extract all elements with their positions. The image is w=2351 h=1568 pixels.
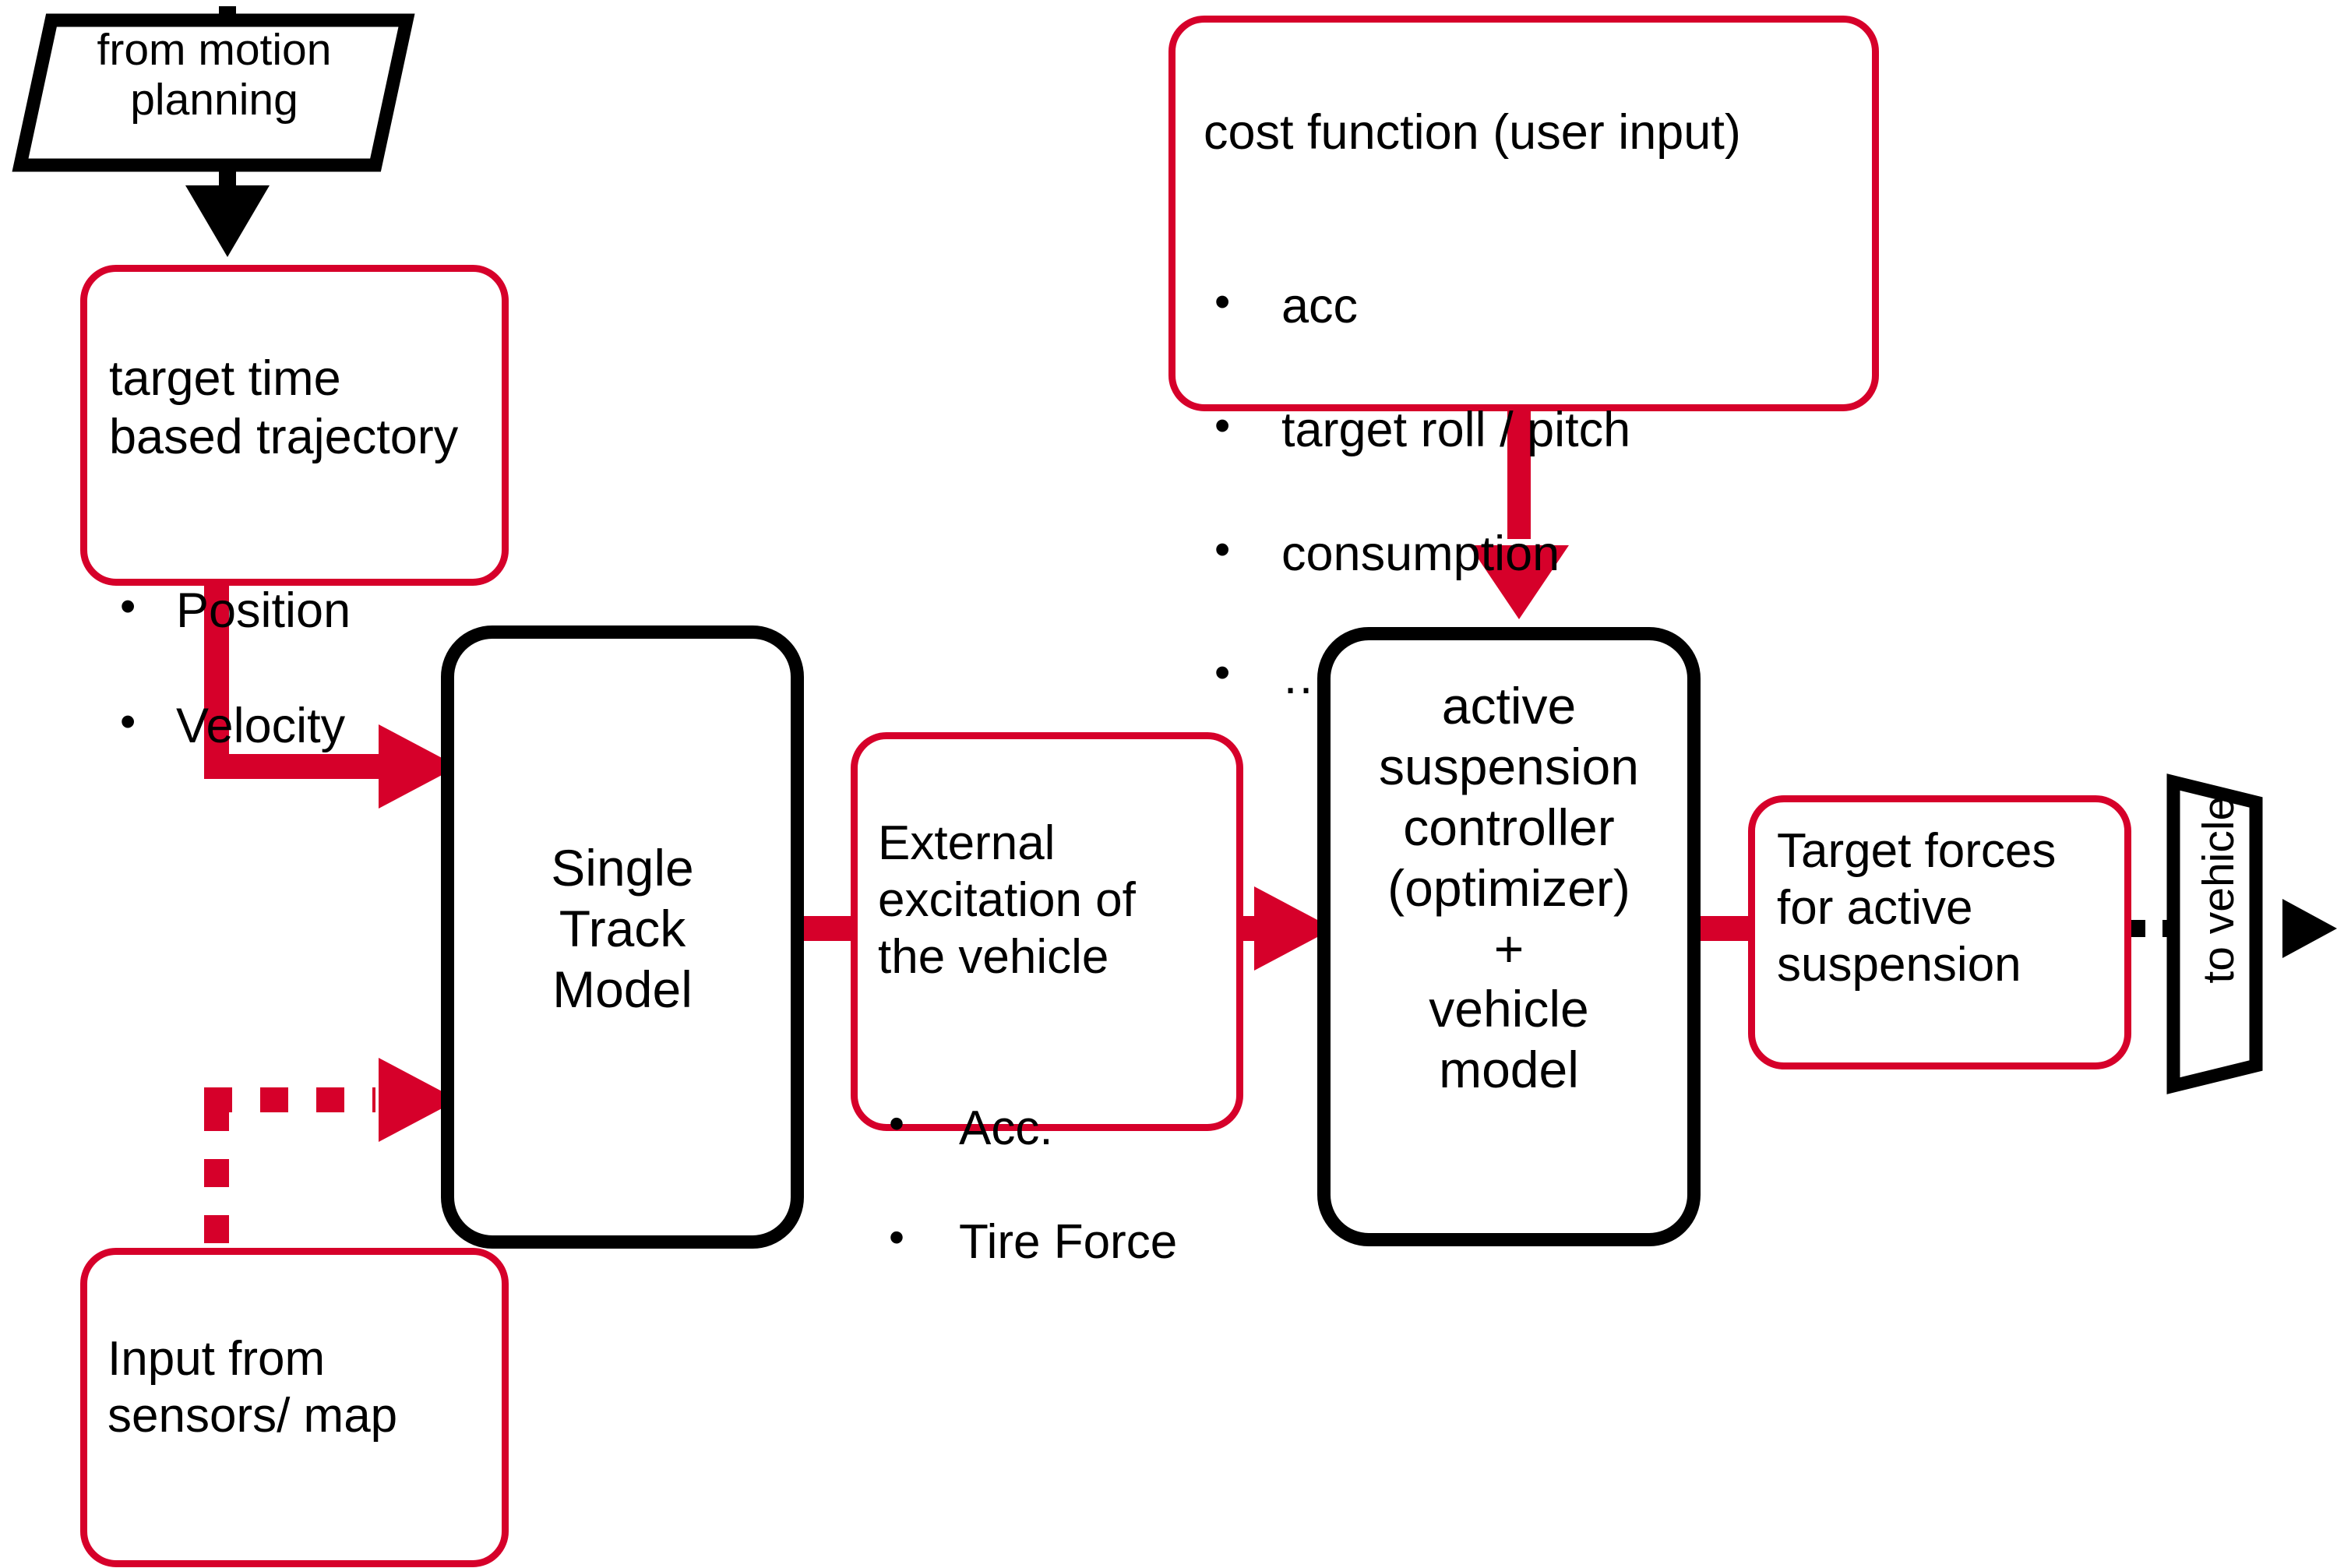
list-item: Position [109, 580, 495, 640]
node-external-excitation-bullets: Acc. Tire Force [878, 1043, 1232, 1328]
node-external-excitation-title: External excitation of the vehicle [878, 816, 1136, 985]
node-target-forces[interactable]: Target forces for active suspension [1748, 795, 2131, 1069]
node-target-trajectory-bullets: Position Velocity [109, 523, 495, 813]
list-item: Acc. [878, 1098, 1232, 1157]
node-sensor-input-title: Input from sensors/ map [108, 1332, 398, 1443]
list-item: target roll / pitch [1204, 400, 1866, 459]
node-target-trajectory-body: target time based trajectory Position Ve… [87, 272, 502, 871]
list-item: consumption [1204, 523, 1866, 583]
node-external-excitation[interactable]: External excitation of the vehicle Acc. … [851, 732, 1243, 1269]
node-target-time-based-trajectory[interactable]: target time based trajectory Position Ve… [80, 265, 509, 753]
node-single-track-model-title: Single Track Model [551, 839, 694, 1018]
node-cost-function-bullets: acc target roll / pitch consumption … [1204, 220, 1866, 772]
node-cost-function-title: cost function (user input) [1204, 105, 1741, 160]
node-target-trajectory-title: target time based trajectory [109, 351, 459, 464]
list-item: Velocity [109, 696, 495, 755]
connector-sensor-input-to-single-track [204, 1058, 458, 1243]
connector-vehicle-output [2239, 899, 2337, 958]
list-item: Tire Force [878, 1212, 1232, 1270]
list-item: acc [1204, 276, 1866, 335]
node-sensor-input-bullets: Road height profile [108, 1502, 495, 1568]
node-active-suspension-controller-title: active suspension controller (optimizer)… [1379, 677, 1639, 1099]
terminator-from-motion-planning-label: from motion planning [97, 25, 332, 125]
node-sensor-input[interactable]: Input from sensors/ map Road height prof… [80, 1248, 509, 1568]
node-cost-function[interactable]: cost function (user input) acc target ro… [1168, 16, 1879, 704]
node-external-excitation-body: External excitation of the vehicle Acc. … [858, 739, 1236, 1385]
node-cost-function-body: cost function (user input) acc target ro… [1176, 23, 1872, 830]
node-active-suspension-controller[interactable]: active suspension controller (optimizer)… [1317, 627, 1701, 1246]
list-item: Road height profile [108, 1557, 495, 1568]
node-sensor-input-body: Input from sensors/ map Road height prof… [87, 1255, 502, 1568]
terminator-to-vehicle-label: to vehicle [2193, 795, 2243, 984]
node-target-forces-title: Target forces for active suspension [1777, 824, 2057, 992]
node-single-track-model[interactable]: Single Track Model [441, 625, 804, 1249]
